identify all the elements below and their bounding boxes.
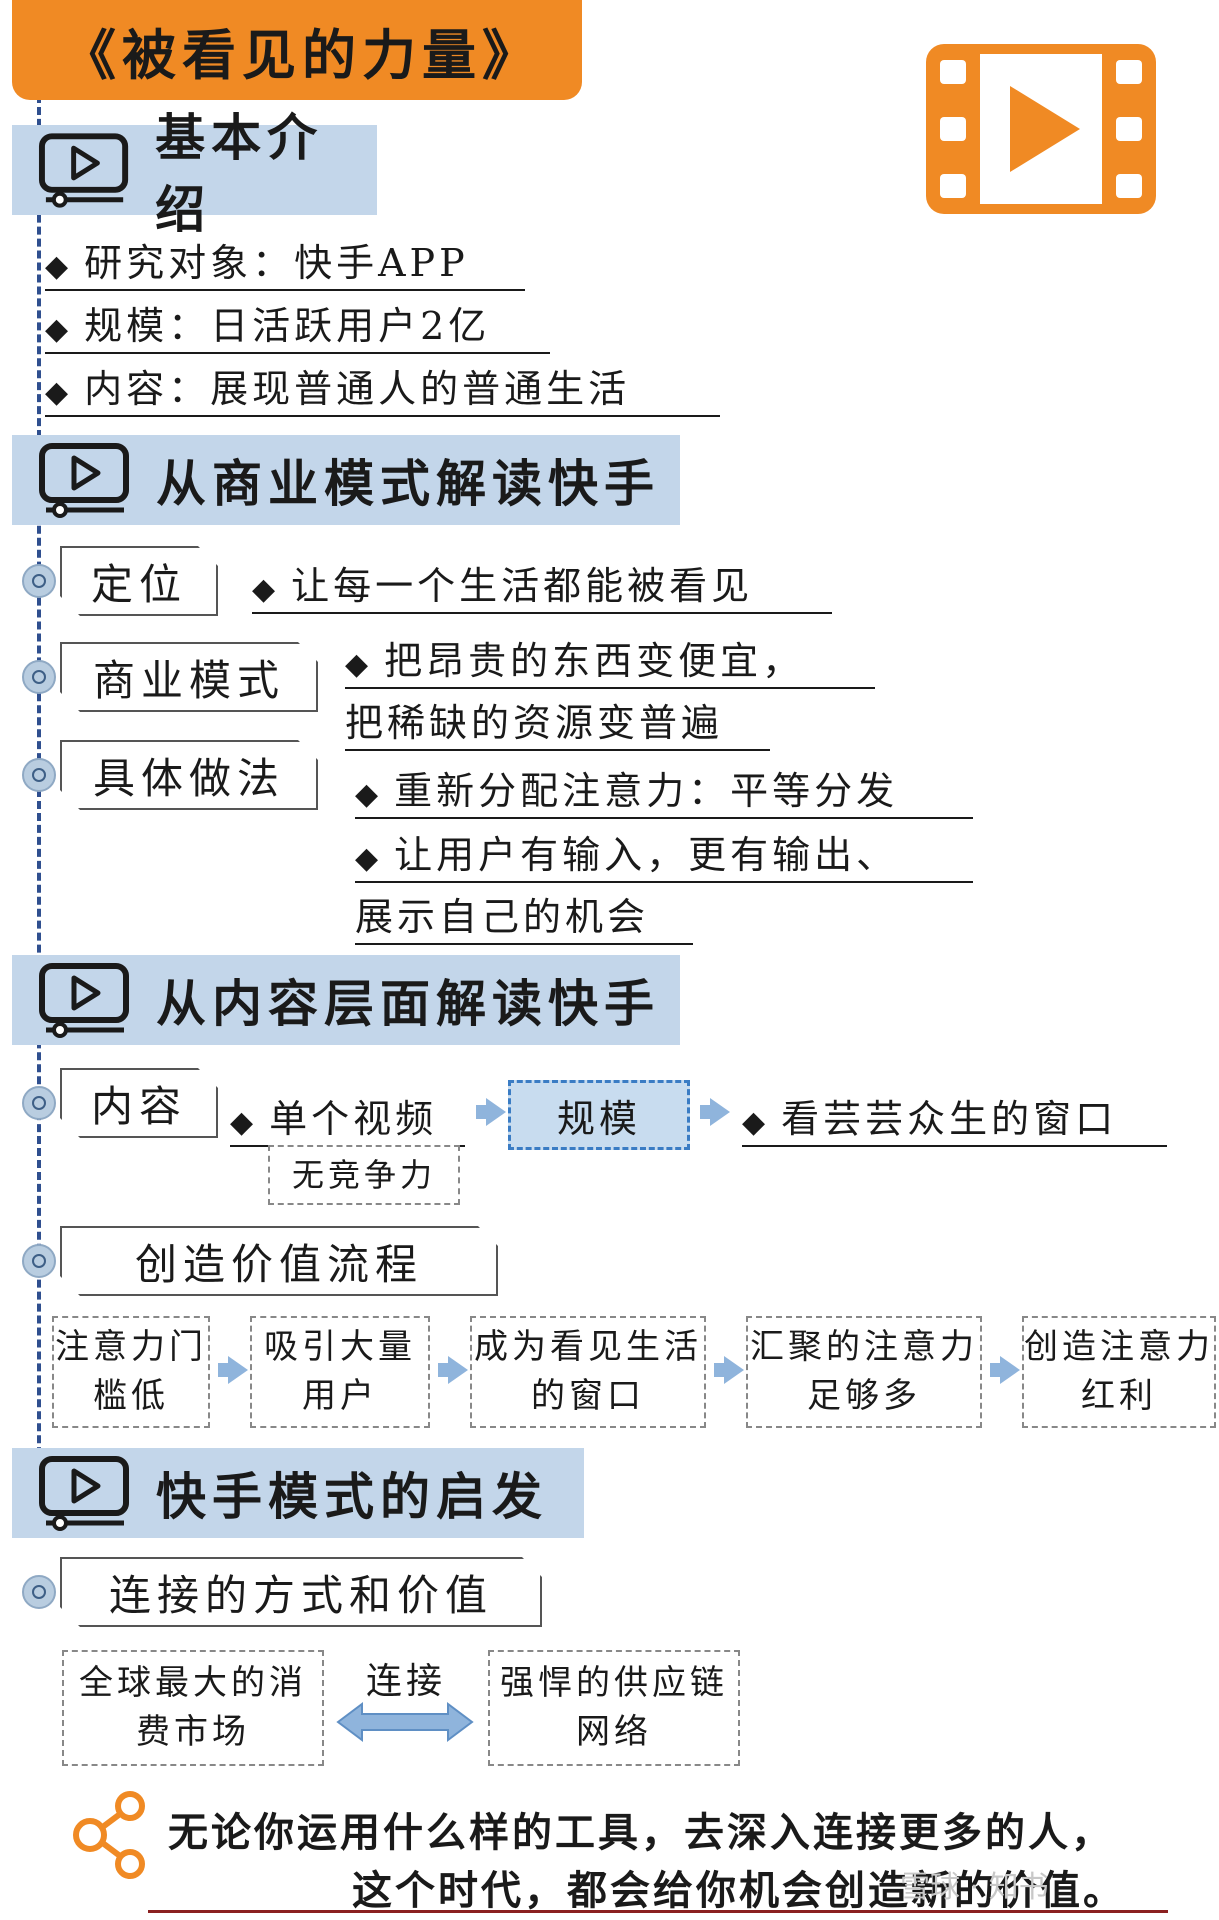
practice-bullet-2-line-1: ◆让用户有输入，更有输出、 bbox=[355, 824, 973, 883]
flow-step-2: 吸引大量用户 bbox=[250, 1316, 430, 1428]
intro-bullet-2: ◆规模：日活跃用户2亿 bbox=[45, 295, 550, 354]
timeline bbox=[37, 95, 41, 1515]
share-icon bbox=[73, 1791, 145, 1879]
label-content: 内容 bbox=[60, 1068, 218, 1138]
flow-step-1: 注意力门槛低 bbox=[52, 1316, 210, 1428]
section-title: 从商业模式解读快手 bbox=[156, 454, 660, 513]
video-player-icon bbox=[39, 443, 129, 518]
diamond-bullet-icon: ◆ bbox=[355, 777, 383, 812]
supply-chain-box: 强悍的供应链网络 bbox=[488, 1650, 740, 1766]
single-video-text: ◆单个视频 bbox=[230, 1088, 465, 1147]
video-player-icon bbox=[39, 963, 129, 1038]
bottom-divider bbox=[148, 1910, 1168, 1913]
page-title: 《被看见的力量》 bbox=[12, 0, 582, 100]
section-header-business: 从商业模式解读快手 bbox=[12, 435, 680, 525]
diamond-bullet-icon: ◆ bbox=[45, 312, 73, 347]
timeline-node bbox=[22, 1575, 56, 1609]
section-title: 基本介绍 bbox=[155, 108, 324, 239]
practice-bullet-2-line-2: 展示自己的机会 bbox=[355, 886, 693, 945]
label-connection: 连接的方式和价值 bbox=[60, 1557, 542, 1627]
right-arrow-icon bbox=[476, 1098, 506, 1126]
video-film-icon bbox=[926, 44, 1156, 214]
timeline-node bbox=[22, 1086, 56, 1120]
right-arrow-icon bbox=[700, 1098, 730, 1126]
scale-box: 规模 bbox=[508, 1080, 690, 1150]
no-competition-box: 无竞争力 bbox=[268, 1145, 460, 1205]
right-arrow-icon bbox=[218, 1356, 248, 1384]
video-player-icon bbox=[39, 1456, 129, 1531]
section-header-intro: 基本介绍 bbox=[12, 108, 377, 239]
section-title: 快手模式的启发 bbox=[156, 1467, 548, 1526]
label-value-flow: 创造价值流程 bbox=[60, 1226, 498, 1296]
right-arrow-icon bbox=[714, 1356, 744, 1384]
diamond-bullet-icon: ◆ bbox=[355, 841, 383, 876]
positioning-text: ◆让每一个生活都能被看见 bbox=[252, 555, 832, 614]
diamond-bullet-icon: ◆ bbox=[230, 1105, 258, 1140]
section-title: 从内容层面解读快手 bbox=[156, 974, 660, 1033]
watermark: 雪球 · 知书 bbox=[900, 1870, 1049, 1905]
diamond-bullet-icon: ◆ bbox=[45, 249, 73, 284]
quote-line-1: 无论你运用什么样的工具，去深入连接更多的人， bbox=[168, 1809, 1114, 1856]
right-arrow-icon bbox=[438, 1356, 468, 1384]
section-header-content: 从内容层面解读快手 bbox=[12, 955, 680, 1045]
intro-bullet-3: ◆内容：展现普通人的普通生活 bbox=[45, 358, 720, 417]
timeline-node bbox=[22, 660, 56, 694]
right-arrow-icon bbox=[990, 1356, 1020, 1384]
model-line-1: ◆把昂贵的东西变便宜， bbox=[345, 630, 875, 689]
practice-bullet-1: ◆重新分配注意力：平等分发 bbox=[355, 760, 973, 819]
diamond-bullet-icon: ◆ bbox=[742, 1105, 770, 1140]
consumer-market-box: 全球最大的消费市场 bbox=[62, 1650, 324, 1766]
flow-step-3: 成为看见生活的窗口 bbox=[470, 1316, 706, 1428]
window-text: ◆看芸芸众生的窗口 bbox=[742, 1088, 1167, 1147]
diamond-bullet-icon: ◆ bbox=[252, 572, 280, 607]
timeline-node bbox=[22, 1244, 56, 1278]
diamond-bullet-icon: ◆ bbox=[345, 647, 373, 682]
label-practice: 具体做法 bbox=[60, 740, 318, 810]
label-business-model: 商业模式 bbox=[60, 642, 318, 712]
intro-bullet-1: ◆研究对象：快手APP bbox=[45, 232, 525, 291]
flow-step-5: 创造注意力红利 bbox=[1022, 1316, 1216, 1428]
timeline-node bbox=[22, 758, 56, 792]
timeline-node bbox=[22, 564, 56, 598]
video-player-icon bbox=[38, 133, 129, 208]
quote-line-2: 这个时代，都会给你机会创造新的价值。 bbox=[352, 1867, 1126, 1914]
section-header-inspiration: 快手模式的启发 bbox=[12, 1448, 584, 1538]
model-line-2: 把稀缺的资源变普遍 bbox=[345, 692, 770, 751]
connect-label: 连接 bbox=[365, 1661, 446, 1702]
flow-step-4: 汇聚的注意力足够多 bbox=[746, 1316, 982, 1428]
double-arrow-icon bbox=[336, 1702, 474, 1742]
diamond-bullet-icon: ◆ bbox=[45, 375, 73, 410]
label-positioning: 定位 bbox=[60, 546, 218, 616]
